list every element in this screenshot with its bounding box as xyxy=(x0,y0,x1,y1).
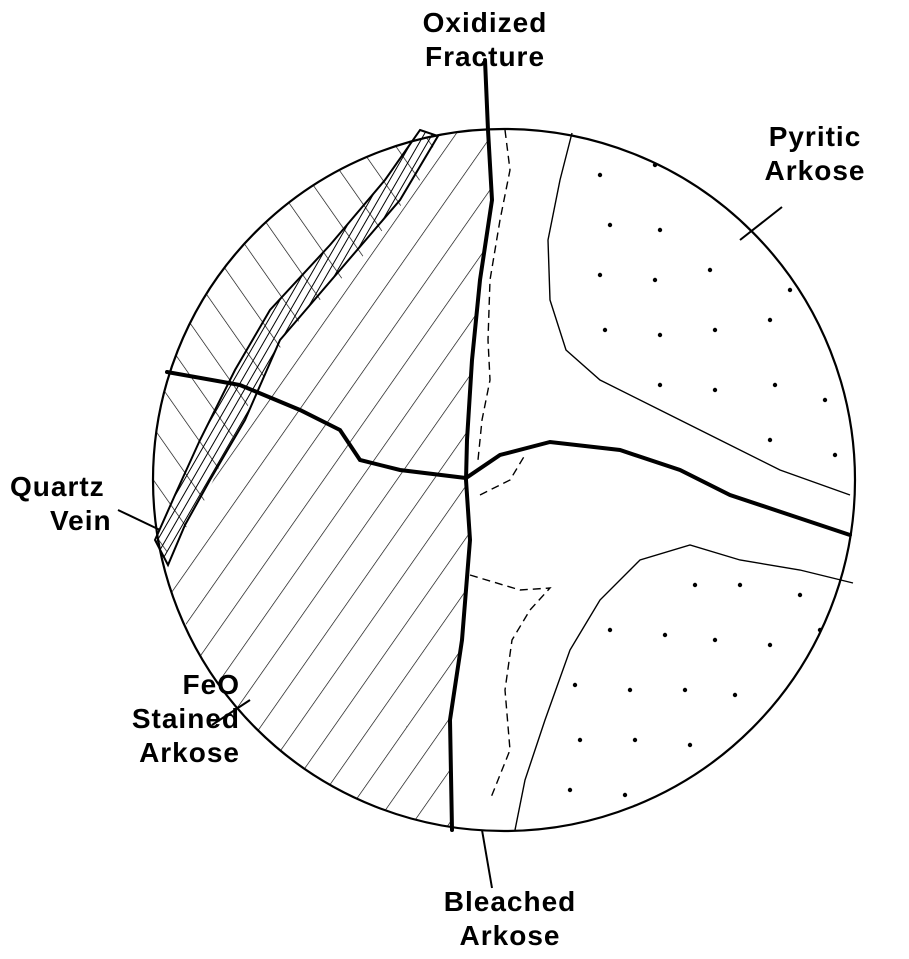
pyritic-arkose-label: Pyritic Arkose xyxy=(730,120,900,188)
bleached-arkose-label: Bleached Arkose xyxy=(420,885,600,953)
oxidized-fracture-label: Oxidized Fracture xyxy=(400,6,570,74)
feo-stained-arkose-label: FeO Stained Arkose xyxy=(80,668,240,770)
quartz-vein-label: Quartz Vein xyxy=(10,470,150,538)
pyritic-arkose-lower-zone xyxy=(515,545,860,830)
